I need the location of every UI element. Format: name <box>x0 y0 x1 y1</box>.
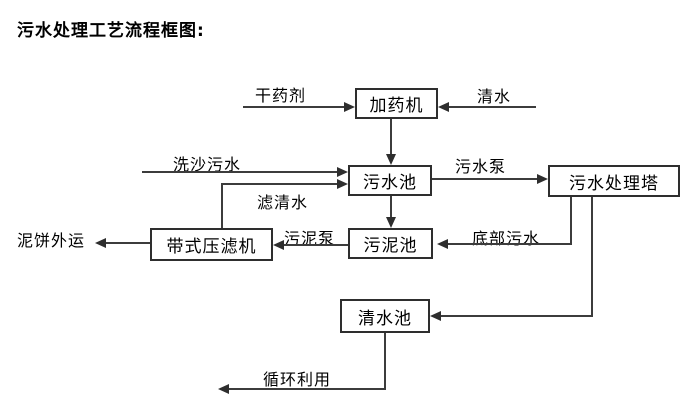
edge-dry-agent-arrowhead-icon <box>344 102 355 112</box>
edge-sand-wash-line <box>142 171 338 173</box>
edge-clean-water-line <box>448 106 536 108</box>
edge-dry-agent-line <box>243 106 345 108</box>
edge-filtered-water-line <box>221 183 338 185</box>
node-treatment-tower: 污水处理塔 <box>548 165 680 197</box>
node-sludge-pool: 污泥池 <box>348 228 433 259</box>
edge-label-sludge-pump: 污泥泵 <box>284 229 336 248</box>
node-dosing-machine: 加药机 <box>355 88 438 119</box>
edge-filtered-water-arrowhead-icon <box>337 179 348 189</box>
edge-dosing-to-sewage-arrowhead-icon <box>386 154 396 165</box>
node-belt-filter-press: 带式压滤机 <box>150 228 273 261</box>
edge-recycle-arrowhead-icon <box>218 384 229 394</box>
edge-sand-wash-arrowhead-icon <box>337 167 348 177</box>
edge-recycle-line <box>228 388 386 390</box>
edge-sludge-pump-line <box>283 244 348 246</box>
edge-tower-to-clean-arrowhead-icon <box>430 311 441 321</box>
edge-label-sewage-pump: 污水泵 <box>455 157 507 176</box>
edge-dosing-to-sewage-line <box>390 119 392 155</box>
edge-label-mud-cake-out: 泥饼外运 <box>17 231 86 250</box>
edge-filtered-water-vline <box>221 183 223 228</box>
node-clean-water-pool: 清水池 <box>340 299 430 333</box>
edge-bottom-sewage-arrowhead-icon <box>437 239 448 249</box>
edge-tower-to-clean-vline <box>591 197 593 317</box>
diagram-title: 污水处理工艺流程框图: <box>17 21 205 41</box>
edge-mud-cake-arrowhead-icon <box>95 238 106 248</box>
edge-bottom-sewage-line <box>447 243 572 245</box>
edge-label-sand-wash-sewage: 洗沙污水 <box>173 155 242 174</box>
edge-label-dry-agent: 干药剂 <box>255 86 307 105</box>
edge-sewage-pump-arrowhead-icon <box>537 174 548 184</box>
edge-sewage-pump-line <box>432 178 538 180</box>
edge-bottom-sewage-vline <box>570 197 572 245</box>
edge-recycle-vline <box>384 333 386 390</box>
edge-label-bottom-sewage: 底部污水 <box>472 229 541 248</box>
edge-mud-cake-line <box>105 242 150 244</box>
edge-sludge-pump-arrowhead-icon <box>273 240 284 250</box>
edge-clean-water-arrowhead-icon <box>438 102 449 112</box>
edge-sewage-to-sludge-arrowhead-icon <box>386 217 396 228</box>
edge-tower-to-clean-line <box>440 315 593 317</box>
edge-label-filtered-water: 滤清水 <box>257 193 309 212</box>
node-sewage-pool: 污水池 <box>348 165 432 196</box>
edge-sewage-to-sludge-line <box>390 196 392 218</box>
edge-label-clean-water: 清水 <box>477 87 512 106</box>
edge-label-recycle-use: 循环利用 <box>263 370 332 389</box>
